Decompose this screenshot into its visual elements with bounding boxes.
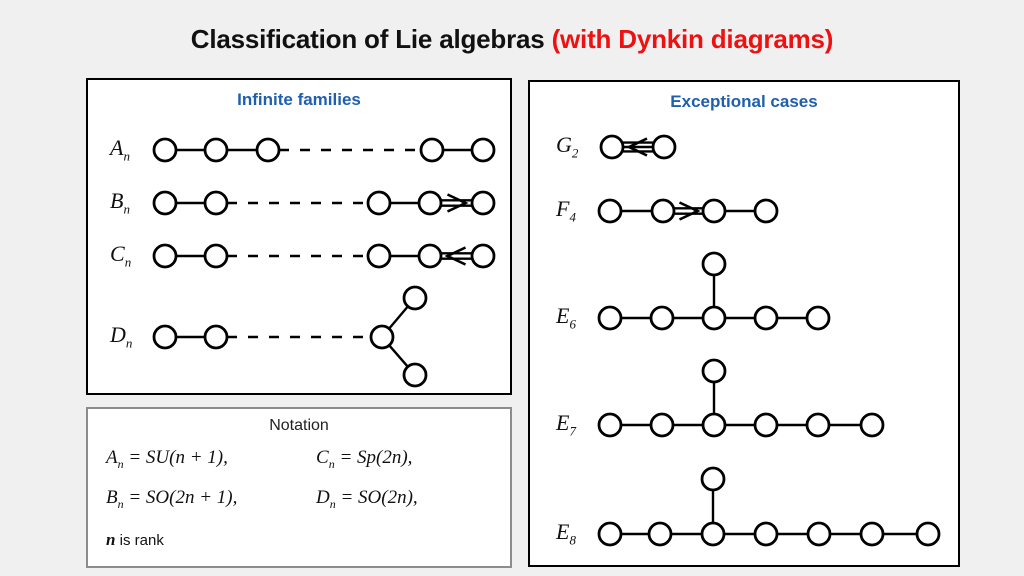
row-label-letter: D [110,322,126,347]
dynkin-row-label-g2: G2 [556,132,578,161]
dynkin-row-label-an: An [110,135,130,164]
notation-symbol: A [106,447,118,468]
row-label-letter: E [556,410,570,435]
row-label-letter: E [556,303,570,328]
row-label-subscript: 4 [569,209,576,225]
row-label-subscript: n [124,254,132,270]
notation-symbol: C [316,447,329,468]
notation-subscript: n [328,456,335,471]
notation-entry: Bn = SO(2n + 1), [106,487,237,512]
row-label-subscript: n [125,335,133,351]
panel-exceptional-cases: Exceptional cases [528,80,960,567]
row-label-letter: G [556,132,572,157]
row-label-letter: B [110,188,124,213]
row-label-letter: A [110,135,124,160]
notation-definition: = SU(n + 1), [123,447,228,468]
notation-rank-text: is rank [115,532,164,549]
dynkin-row-label-e8: E8 [556,519,576,548]
dynkin-row-label-bn: Bn [110,188,130,217]
row-label-subscript: n [123,201,130,217]
notation-definition: = SO(2n + 1), [123,487,238,508]
row-label-subscript: 6 [569,316,576,332]
page-title-parenthetical: (with Dynkin diagrams) [551,24,834,54]
page-title: Classification of Lie algebras (with Dyn… [0,24,1024,55]
notation-definition: = Sp(2n), [334,447,413,468]
notation-subscript: n [329,496,336,511]
panel-notation-heading: Notation [269,417,329,434]
dynkin-row-label-dn: Dn [110,322,132,351]
row-label-subscript: 7 [569,423,576,439]
notation-symbol: D [316,487,330,508]
notation-rank-note: n is rank [106,530,164,550]
notation-subscript: n [117,456,124,471]
notation-entry: Cn = Sp(2n), [316,447,412,472]
panel-infinite-families-heading: Infinite families [237,90,361,109]
dynkin-row-label-e6: E6 [556,303,576,332]
row-label-subscript: 2 [571,145,579,161]
dynkin-row-label-cn: Cn [110,241,131,270]
dynkin-row-label-e7: E7 [556,410,576,439]
row-label-letter: F [556,196,570,221]
notation-definition: = SO(2n), [335,487,418,508]
dynkin-row-label-f4: F4 [556,196,576,225]
notation-subscript: n [117,496,124,511]
notation-entry: Dn = SO(2n), [316,487,418,512]
row-label-subscript: n [123,148,130,164]
notation-entry: An = SU(n + 1), [106,447,228,472]
notation-symbol: B [106,487,118,508]
panel-exceptional-cases-heading: Exceptional cases [670,92,818,111]
row-label-subscript: 8 [569,532,576,548]
notation-rank-symbol: n [106,530,116,549]
panel-notation: Notation An = SU(n + 1), Cn = Sp(2n), Bn =… [86,407,512,568]
page-title-main: Classification of Lie algebras [190,24,552,54]
row-label-letter: C [110,241,125,266]
panel-infinite-families: Infinite families [86,78,512,395]
row-label-letter: E [556,519,570,544]
